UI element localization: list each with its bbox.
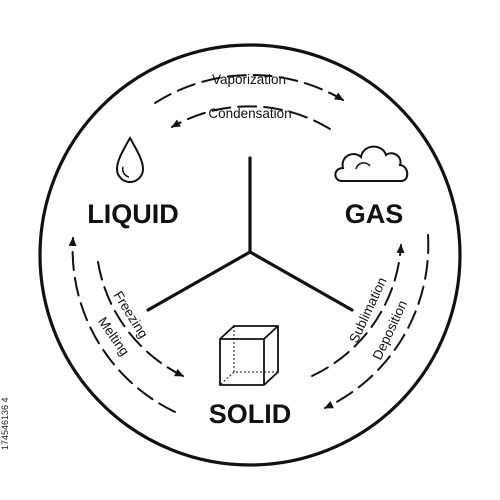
side-id-text: 174546136 4	[0, 397, 10, 450]
vaporization-arrow	[154, 74, 344, 104]
cloud-icon	[334, 145, 409, 182]
state-label-solid: SOLID	[209, 399, 292, 429]
condensation-label: Condensation	[208, 106, 291, 121]
cube-icon	[219, 325, 279, 386]
outer-ring	[38, 43, 462, 467]
state-label-liquid: LIQUID	[87, 199, 179, 229]
deposition-arrow	[324, 234, 430, 409]
melting-arrow	[68, 237, 176, 413]
state-label-gas: GAS	[345, 199, 404, 229]
vaporization-label: Vaporization	[212, 72, 286, 87]
freezing-arrow	[97, 261, 184, 377]
water-drop-icon	[115, 135, 145, 183]
center-divider	[146, 156, 354, 312]
condensation-arrow	[171, 105, 331, 130]
sublimation-arrow	[311, 244, 405, 377]
